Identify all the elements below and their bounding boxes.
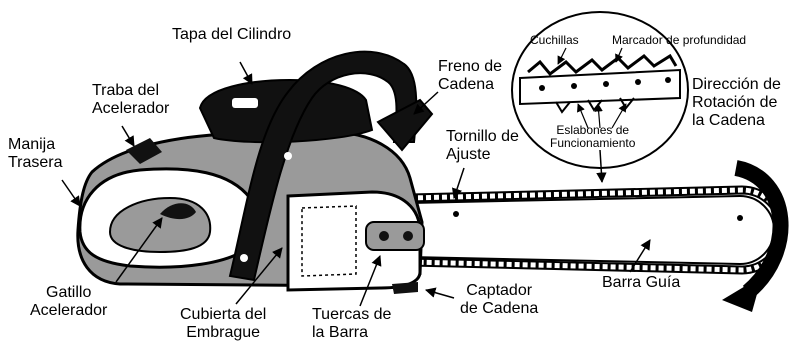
label-adjust-screw-line-2: Ajuste: [446, 145, 491, 163]
label-bar-nuts-line-1: Tuercas de: [312, 306, 392, 323]
label-clutch-cover-line-2: Embrague: [186, 323, 261, 341]
label-chain-catcher-line-1: Captador: [466, 282, 533, 299]
label-throttle-lock: Traba del Acelerador: [92, 82, 169, 118]
label-drive-links-line-2: Funcionamiento: [550, 136, 636, 151]
label-throttle-trigger: Gatillo Acelerador: [30, 284, 107, 320]
label-bar-nuts: Tuercas de la Barra: [312, 306, 391, 342]
label-adjust-screw-line-1: Tornillo de: [446, 128, 519, 145]
label-clutch-cover: Cubierta del Embrague: [180, 306, 266, 342]
label-rear-handle: Manija Trasera: [8, 136, 63, 172]
label-cylinder-cover: Tapa del Cilindro: [172, 26, 292, 43]
label-chain-catcher: Captador de Cadena: [460, 282, 538, 318]
label-cutters: Cuchillas: [530, 33, 579, 47]
label-drive-links: Eslabones de Funcionamiento: [550, 123, 636, 151]
label-throttle-lock-line-2: Acelerador: [92, 99, 170, 117]
label-adjust-screw: Tornillo de Ajuste: [446, 128, 519, 164]
label-rear-handle-line-2: Trasera: [8, 153, 63, 171]
label-chain-catcher-line-2: de Cadena: [460, 299, 539, 317]
rotation-direction-arrow: [722, 160, 789, 312]
label-chain-brake: Freno de Cadena: [438, 58, 502, 94]
label-throttle-trigger-line-2: Acelerador: [30, 301, 108, 319]
leader-lines: [61, 61, 651, 307]
label-bar-nuts-line-2: la Barra: [312, 323, 369, 341]
guide-bar: [409, 194, 775, 266]
label-chain-direction-line-3: la Cadena: [692, 111, 765, 129]
label-chain-direction-line-1: Dirección de: [692, 76, 781, 93]
label-guide-bar: Barra Guía: [602, 274, 681, 291]
label-chain-direction-line-2: Rotación de: [692, 93, 778, 111]
label-chain-brake-line-1: Freno de: [438, 58, 503, 75]
label-clutch-cover-line-1: Cubierta del: [180, 306, 267, 323]
label-drive-links-line-1: Eslabones de: [556, 123, 630, 137]
label-depth-gauge: Marcador de profundidad: [612, 33, 747, 47]
label-throttle-lock-line-1: Traba del: [92, 82, 159, 99]
label-throttle-trigger-line-1: Gatillo: [46, 284, 92, 301]
label-chain-direction: Dirección de Rotación de la Cadena: [692, 76, 781, 130]
label-chain-brake-line-2: Cadena: [438, 75, 495, 93]
chain-detail-inset: [511, 11, 689, 169]
label-rear-handle-line-1: Manija: [8, 136, 56, 153]
